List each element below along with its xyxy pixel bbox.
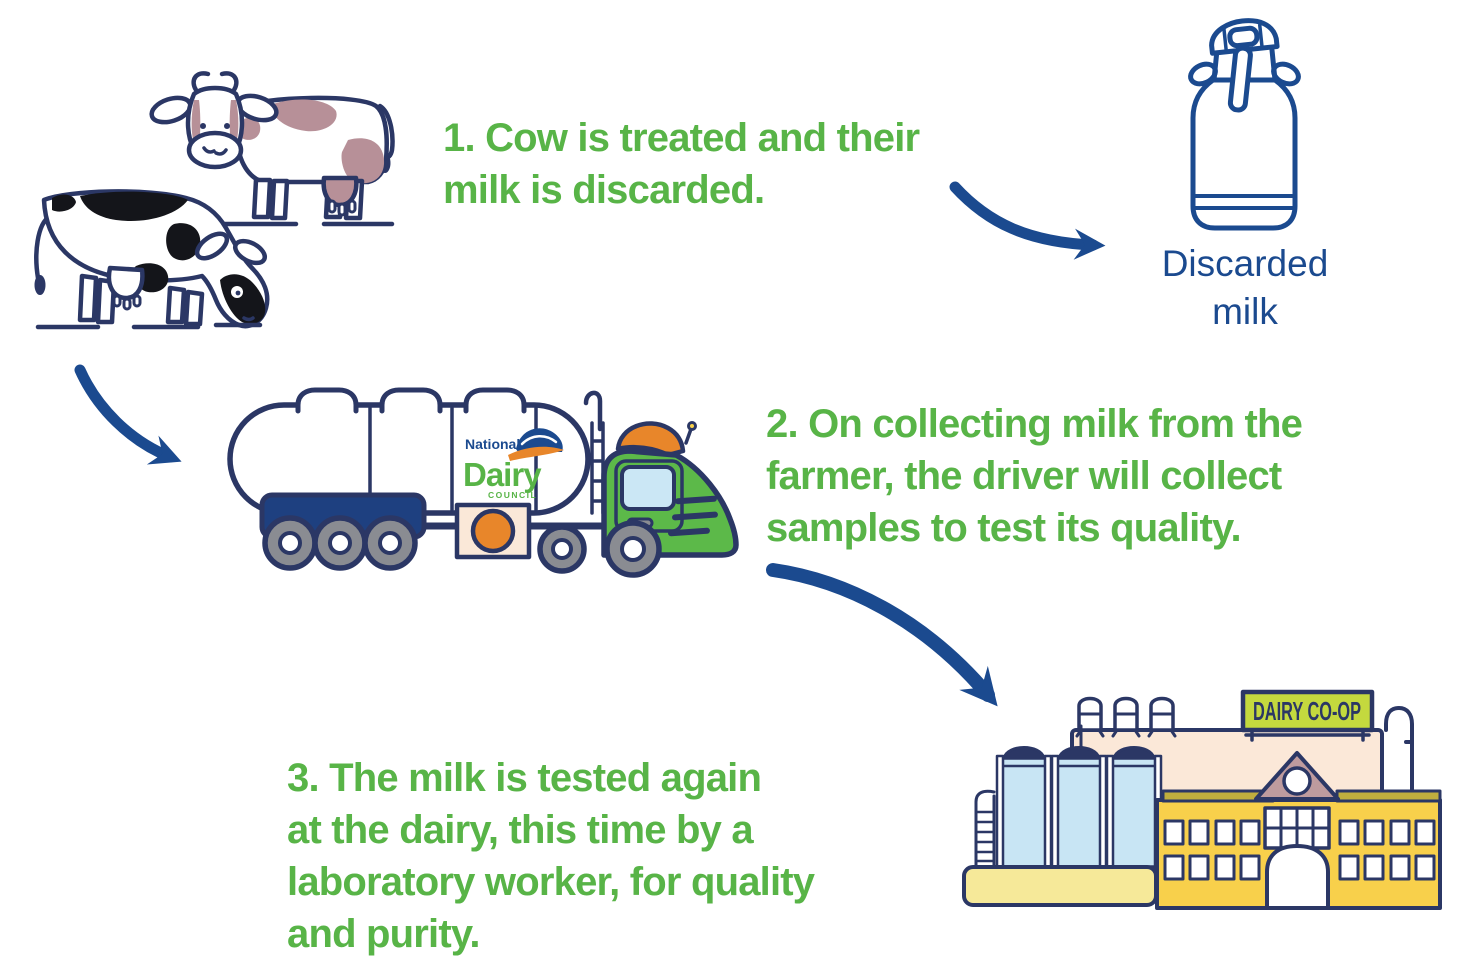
cab-antenna	[684, 427, 693, 445]
step-3-line-4: and purity.	[287, 912, 480, 956]
discarded-milk-line-2: milk	[1212, 291, 1278, 332]
silo-ladder	[974, 789, 996, 868]
factory-pipe	[1384, 706, 1414, 796]
truck-rear-wheels	[262, 515, 418, 571]
milk-silos	[995, 724, 1163, 869]
step-3-text: 3. The milk is tested again at the dairy…	[287, 752, 815, 960]
tank-dome-2	[379, 387, 443, 414]
grid-window	[1263, 806, 1331, 850]
front-windows	[1163, 819, 1436, 881]
arch-doorway	[1265, 844, 1330, 910]
truck-exhaust-pipe	[583, 390, 603, 432]
step-1-line-1: 1. Cow is treated and their	[443, 116, 920, 160]
dairy-coop-sign-text: DAIRY CO-OP	[1253, 696, 1361, 726]
step-3-line-1: 3. The milk is tested again	[287, 756, 762, 800]
roof-trim-right	[1335, 789, 1442, 803]
churn-lid	[1209, 18, 1280, 56]
step-2-line-1: 2. On collecting milk from the	[766, 402, 1303, 446]
step-3-line-2: at the dairy, this time by a	[287, 808, 754, 852]
tank-dome-1	[295, 387, 359, 414]
logo-splash-icon	[516, 428, 563, 452]
silo-platform	[962, 865, 1158, 907]
logo-text-council: COUNCIL	[488, 490, 537, 500]
cow-grazing	[34, 189, 270, 330]
dairy-coop-building: DAIRY CO-OP	[962, 689, 1442, 910]
step-1-text: 1. Cow is treated and their milk is disc…	[443, 112, 920, 216]
churn-body	[1190, 77, 1298, 231]
cab-vents	[668, 495, 718, 537]
roof-vents	[1075, 696, 1177, 738]
arrow-cow-to-churn	[949, 181, 1106, 260]
step-2-line-2: farmer, the driver will collect	[766, 454, 1282, 498]
step-3-line-3: laboratory worker, for quality	[287, 860, 815, 904]
logo-text-national: National	[465, 436, 520, 452]
discarded-milk-label: Discarded milk	[1110, 240, 1380, 336]
cab-wind-deflector	[615, 421, 686, 458]
arrow-cow-to-truck	[74, 364, 182, 465]
step-2-line-3: samples to test its quality.	[766, 506, 1242, 550]
churn-strap	[1227, 45, 1253, 113]
arrow-truck-to-dairy	[766, 563, 998, 707]
truck-pump-dial	[470, 508, 516, 554]
step-1-line-2: milk is discarded.	[443, 168, 765, 212]
tank-dome-3	[463, 387, 527, 414]
step-2-text: 2. On collecting milk from the farmer, t…	[766, 398, 1303, 554]
milk-tanker-truck: National Dairy COUNCIL	[227, 387, 739, 578]
cow-standing	[149, 71, 395, 227]
discarded-milk-line-1: Discarded	[1161, 243, 1329, 284]
dairy-coop-sign: DAIRY CO-OP	[1240, 689, 1375, 742]
cab-window	[620, 465, 676, 511]
pediment-window	[1282, 766, 1312, 796]
logo-text-dairy: Dairy	[463, 456, 542, 493]
milk-churn-illustration	[1188, 18, 1301, 231]
logo-swoosh-icon	[508, 446, 564, 461]
national-dairy-council-logo: National Dairy COUNCIL	[463, 428, 564, 500]
cows-illustration	[34, 71, 395, 330]
